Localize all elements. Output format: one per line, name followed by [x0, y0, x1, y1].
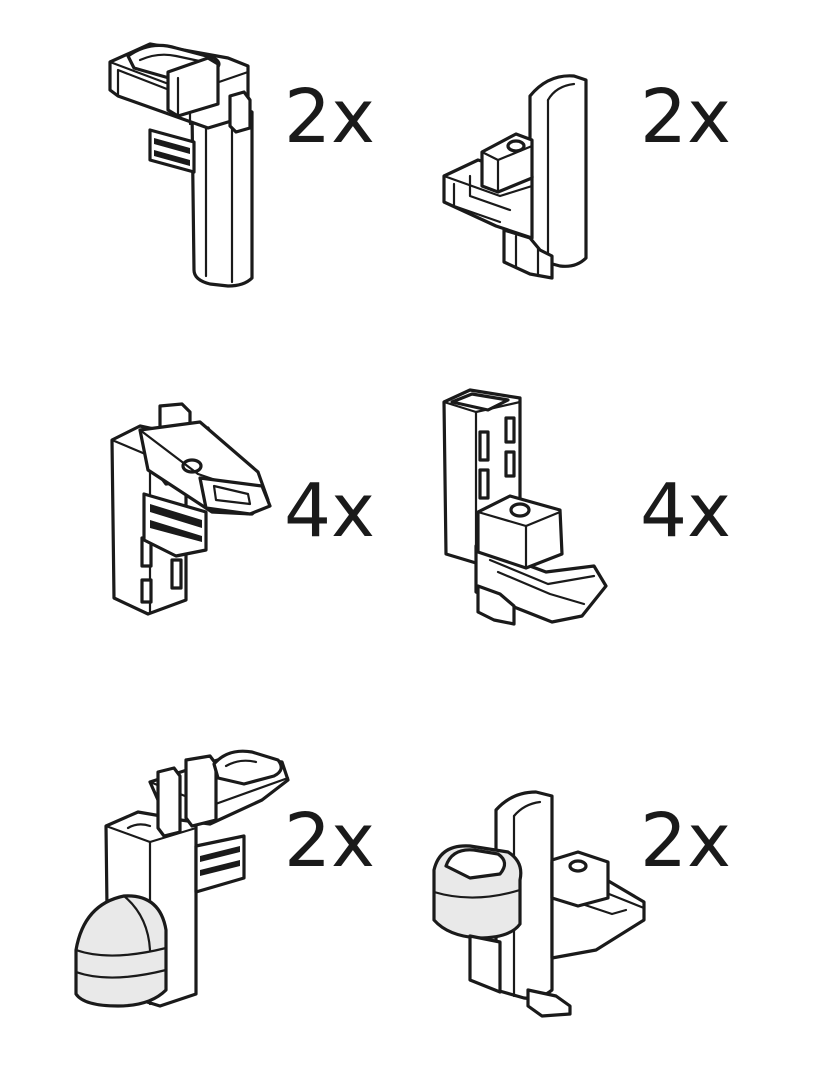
part-e-quantity: 2x: [284, 798, 375, 884]
part-d-quantity: 4x: [640, 468, 731, 554]
part-a-quantity: 2x: [284, 74, 375, 160]
part-f-corner-connector: [432, 790, 646, 1018]
part-e-corner-connector: [74, 749, 290, 1008]
part-d-corner-connector: [442, 388, 608, 626]
part-f-quantity: 2x: [640, 798, 731, 884]
part-b-corner-connector: [442, 74, 588, 280]
part-c-corner-connector: [110, 402, 272, 616]
part-a-corner-connector: [108, 42, 254, 288]
part-c-quantity: 4x: [284, 468, 375, 554]
part-b-quantity: 2x: [640, 74, 731, 160]
